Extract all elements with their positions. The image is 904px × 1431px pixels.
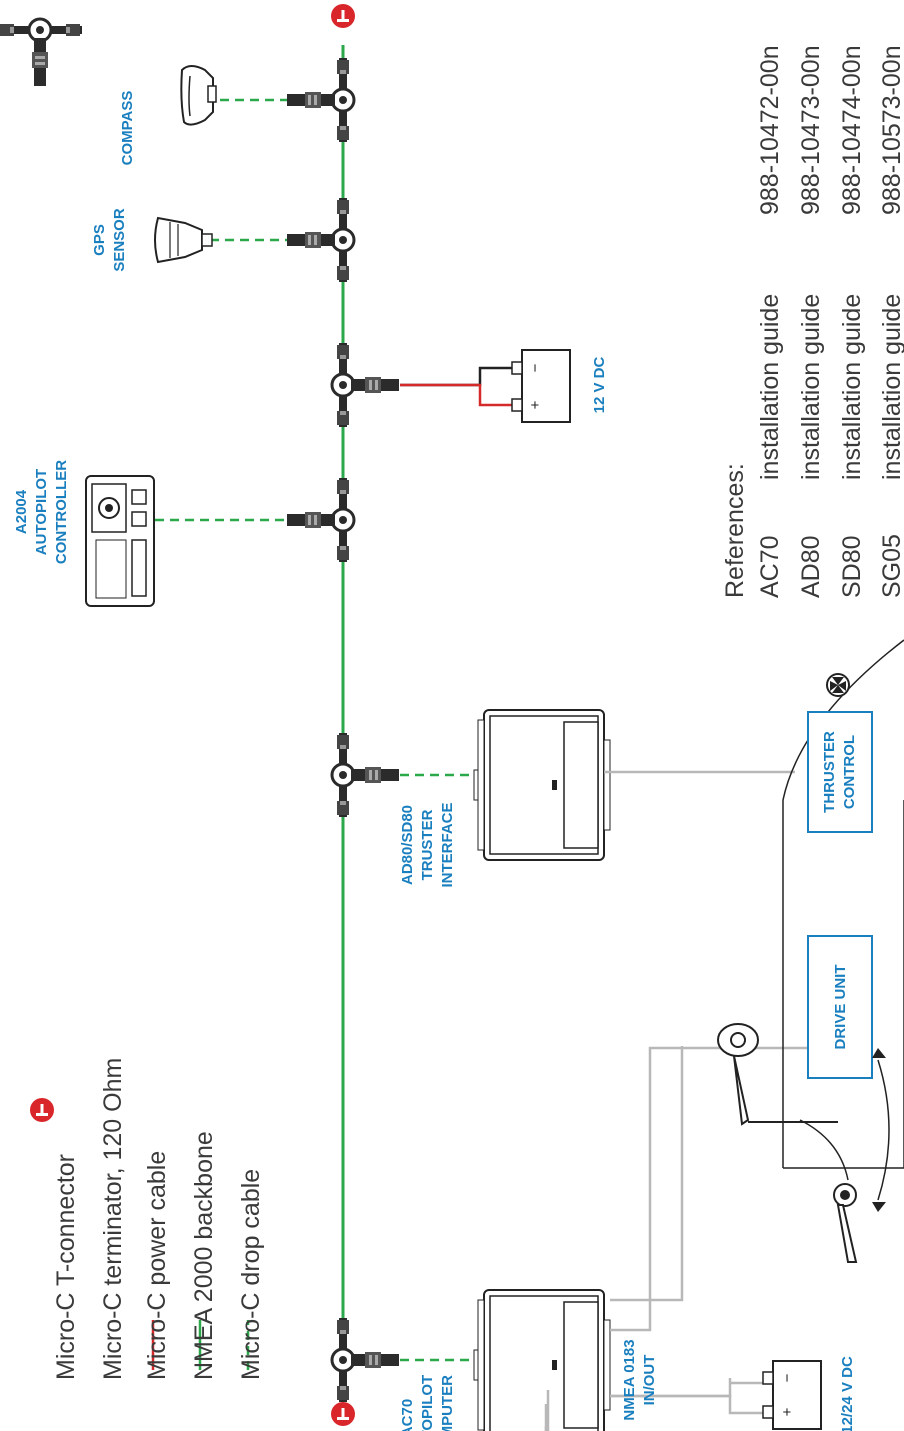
gps-label-1: GPS <box>91 224 108 256</box>
t-connector-power <box>330 341 401 429</box>
ac70-label-1: AC70 <box>399 1399 416 1431</box>
ad80-label-3: INTERFACE <box>439 802 456 887</box>
thruster-control-label-1: THRUSTER <box>821 731 838 813</box>
power-cable-negative <box>400 366 512 387</box>
references-heading: References: <box>721 463 749 598</box>
ref-row-part: 988-10473-00n <box>797 45 825 215</box>
ref-row-doc: installation guide <box>878 294 904 480</box>
legend-drop-text: Micro-C drop cable <box>237 1169 265 1380</box>
gps-sensor-icon <box>154 216 213 264</box>
battery-12v-plus: + <box>527 400 544 409</box>
ad80-label-1: AD80/SD80 <box>399 805 416 885</box>
legend-terminator-icon <box>30 1098 54 1122</box>
ref-row-doc: installation guide <box>756 294 784 480</box>
ac70-computer-icon <box>473 1289 611 1431</box>
rudder-swing-arrow <box>877 1059 890 1201</box>
thruster-icon <box>826 673 850 697</box>
thruster-control-box <box>807 711 873 833</box>
legend-connector-text: Micro-C T-connector <box>52 1154 80 1380</box>
legend: Micro-C T-connector Micro-C terminator, … <box>0 17 265 1380</box>
ref-row-part: 988-10573-00n <box>878 45 904 215</box>
ref-row-doc: installation guide <box>838 294 866 480</box>
terminator-bottom-icon <box>331 1402 355 1426</box>
legend-power-text: Micro-C power cable <box>143 1151 171 1380</box>
a2004-label-1: A2004 <box>13 489 30 534</box>
battery-12v-minus: − <box>527 363 544 372</box>
power-cable-positive <box>400 383 512 407</box>
ref-row-part: 988-10474-00n <box>838 45 866 215</box>
references: References: AC70 installation guide 988-… <box>721 45 904 598</box>
battery-12-24v-plus: + <box>779 1407 796 1416</box>
ref-row-part: 988-10472-00n <box>756 45 784 215</box>
battery-12-24v-minus: − <box>779 1373 796 1382</box>
ac70-label-3: COMPUTER <box>439 1375 456 1431</box>
a2004-label-3: CONTROLLER <box>53 460 70 564</box>
t-connector-gps <box>285 196 356 284</box>
ad80-interface-icon <box>473 709 611 861</box>
legend-backbone-text: NMEA 2000 backbone <box>190 1131 218 1380</box>
ad80-label-2: TRUSTER <box>419 809 436 880</box>
compass-label: COMPASS <box>119 91 136 166</box>
t-connector-ac70 <box>330 1316 401 1404</box>
a2004-controller-icon <box>85 475 155 607</box>
legend-terminator-text: Micro-C terminator, 120 Ohm <box>99 1058 127 1380</box>
gps-label-2: SENSOR <box>111 208 128 272</box>
ac70-label-2: AUTOPILOT <box>419 1375 436 1431</box>
battery-12-24v-label: 12/24 V DC <box>839 1356 856 1431</box>
battery-12v-icon <box>511 349 571 423</box>
nmea0183-label-1: NMEA 0183 <box>621 1339 638 1420</box>
a2004-label-2: AUTOPILOT <box>33 469 50 555</box>
drive-unit-box <box>807 935 873 1079</box>
drive-unit-label: DRIVE UNIT <box>832 964 849 1049</box>
compass-icon <box>180 65 217 126</box>
t-connector-compass <box>285 56 356 144</box>
t-connector-ad80 <box>330 731 401 819</box>
ref-row-model: SD80 <box>838 535 866 598</box>
ref-row-model: AD80 <box>797 535 825 598</box>
terminator-top-icon <box>331 4 355 28</box>
ref-row-model: SG05 <box>878 534 904 598</box>
battery-12v-label: 12 V DC <box>591 356 608 413</box>
rudder-mechanism-icon <box>717 1023 858 1263</box>
t-connector-a2004 <box>285 476 356 564</box>
ref-row-doc: installation guide <box>797 294 825 480</box>
nmea0183-label-2: IN/OUT <box>641 1355 658 1406</box>
ref-row-model: AC70 <box>756 535 784 598</box>
legend-connector-icon <box>0 17 84 88</box>
thruster-control-label-2: CONTROL <box>841 735 858 809</box>
battery-12-24v-icon <box>762 1360 822 1430</box>
